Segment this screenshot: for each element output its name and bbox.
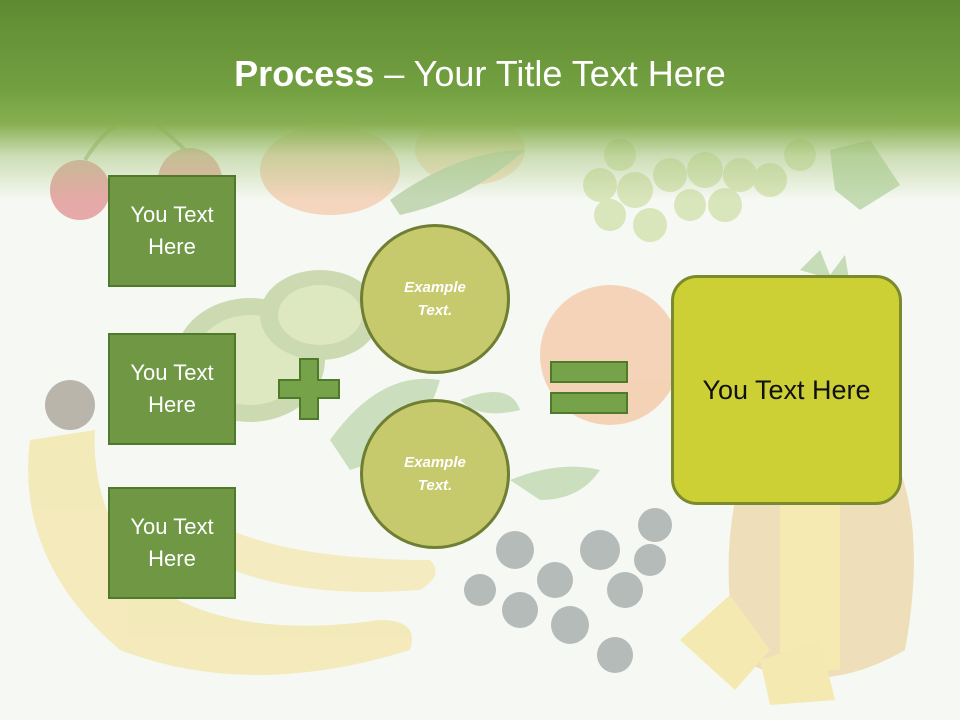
title-bold: Process (234, 53, 375, 94)
header-band (0, 0, 960, 200)
text-box-3[interactable]: You Text Here (108, 487, 236, 599)
example-circle-2[interactable]: Example Text. (360, 399, 510, 549)
result-box-label: You Text Here (702, 374, 871, 405)
example-circle-1[interactable]: Example Text. (360, 224, 510, 374)
title-rest: – Your Title Text Here (374, 53, 726, 94)
text-box-1[interactable]: You Text Here (108, 175, 236, 287)
text-box-2[interactable]: You Text Here (108, 333, 236, 445)
example-circle-2-label: Example Text. (404, 454, 466, 494)
slide-title: Process – Your Title Text Here (0, 52, 960, 96)
text-box-1-label: You Text Here (130, 202, 214, 259)
plus-icon (278, 358, 340, 420)
result-box[interactable]: You Text Here (671, 275, 902, 505)
text-box-3-label: You Text Here (130, 514, 214, 571)
example-circle-1-label: Example Text. (404, 279, 466, 319)
text-box-2-label: You Text Here (130, 360, 214, 417)
equals-icon (550, 361, 628, 414)
